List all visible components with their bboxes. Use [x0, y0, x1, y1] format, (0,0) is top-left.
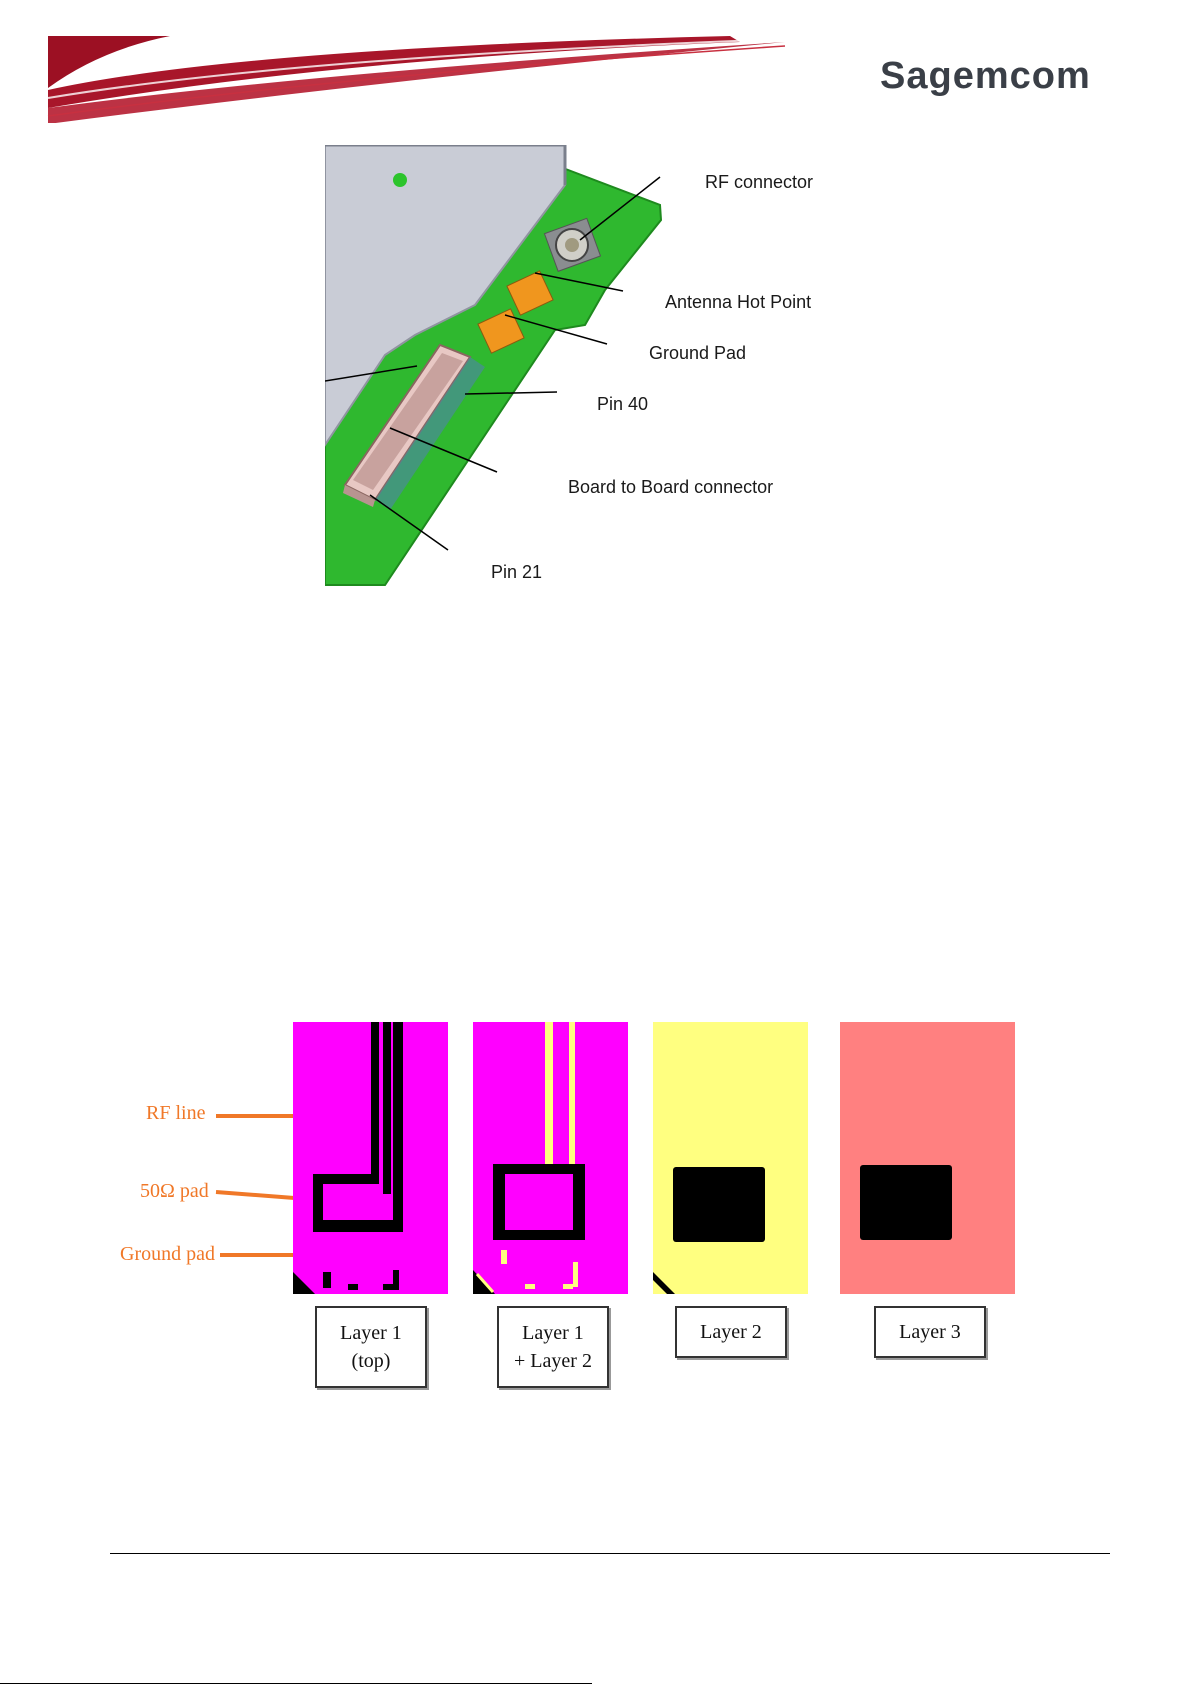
- callout-leader-lines: [325, 145, 825, 590]
- callout-ground-pad: Ground Pad: [649, 343, 746, 364]
- callout-board-to-board-connector: Board to Board connector: [568, 477, 773, 498]
- layer-caption-3: Layer 2: [675, 1306, 787, 1358]
- footer-rule: [110, 1553, 1110, 1554]
- callout-rf-connector: RF connector: [705, 172, 813, 193]
- layer-caption-3-line1: Layer 2: [677, 1318, 785, 1346]
- module-figure: RF connector Antenna Hot Point Ground Pa…: [325, 145, 825, 595]
- layer-caption-1-line2: (top): [317, 1347, 425, 1375]
- header-swoosh-graphic: [40, 28, 800, 123]
- callout-pin-40: Pin 40: [597, 394, 648, 415]
- sagemcom-logo: Sagemcom: [880, 55, 1091, 98]
- callout-antenna-hot-point: Antenna Hot Point: [665, 292, 811, 313]
- layer-2-view: [653, 1022, 808, 1294]
- layer-caption-2-line1: Layer 1: [499, 1319, 607, 1347]
- layer-caption-2: Layer 1 + Layer 2: [497, 1306, 609, 1388]
- layer-figure: RF line 50Ω pad Ground pad: [110, 1010, 1030, 1390]
- layer-caption-4-line1: Layer 3: [876, 1318, 984, 1346]
- logo-text: Sagemcom: [880, 55, 1091, 97]
- layer-1-top-view: [293, 1022, 448, 1294]
- layer-caption-2-line2: + Layer 2: [499, 1347, 607, 1375]
- layer-caption-4: Layer 3: [874, 1306, 986, 1358]
- layer-caption-1: Layer 1 (top): [315, 1306, 427, 1388]
- callout-pin-21: Pin 21: [491, 562, 542, 583]
- layer-caption-1-line1: Layer 1: [317, 1319, 425, 1347]
- footnote-rule: [0, 1683, 592, 1684]
- layer-1-plus-2-view: [473, 1022, 628, 1294]
- layer-3-view: [840, 1022, 1015, 1294]
